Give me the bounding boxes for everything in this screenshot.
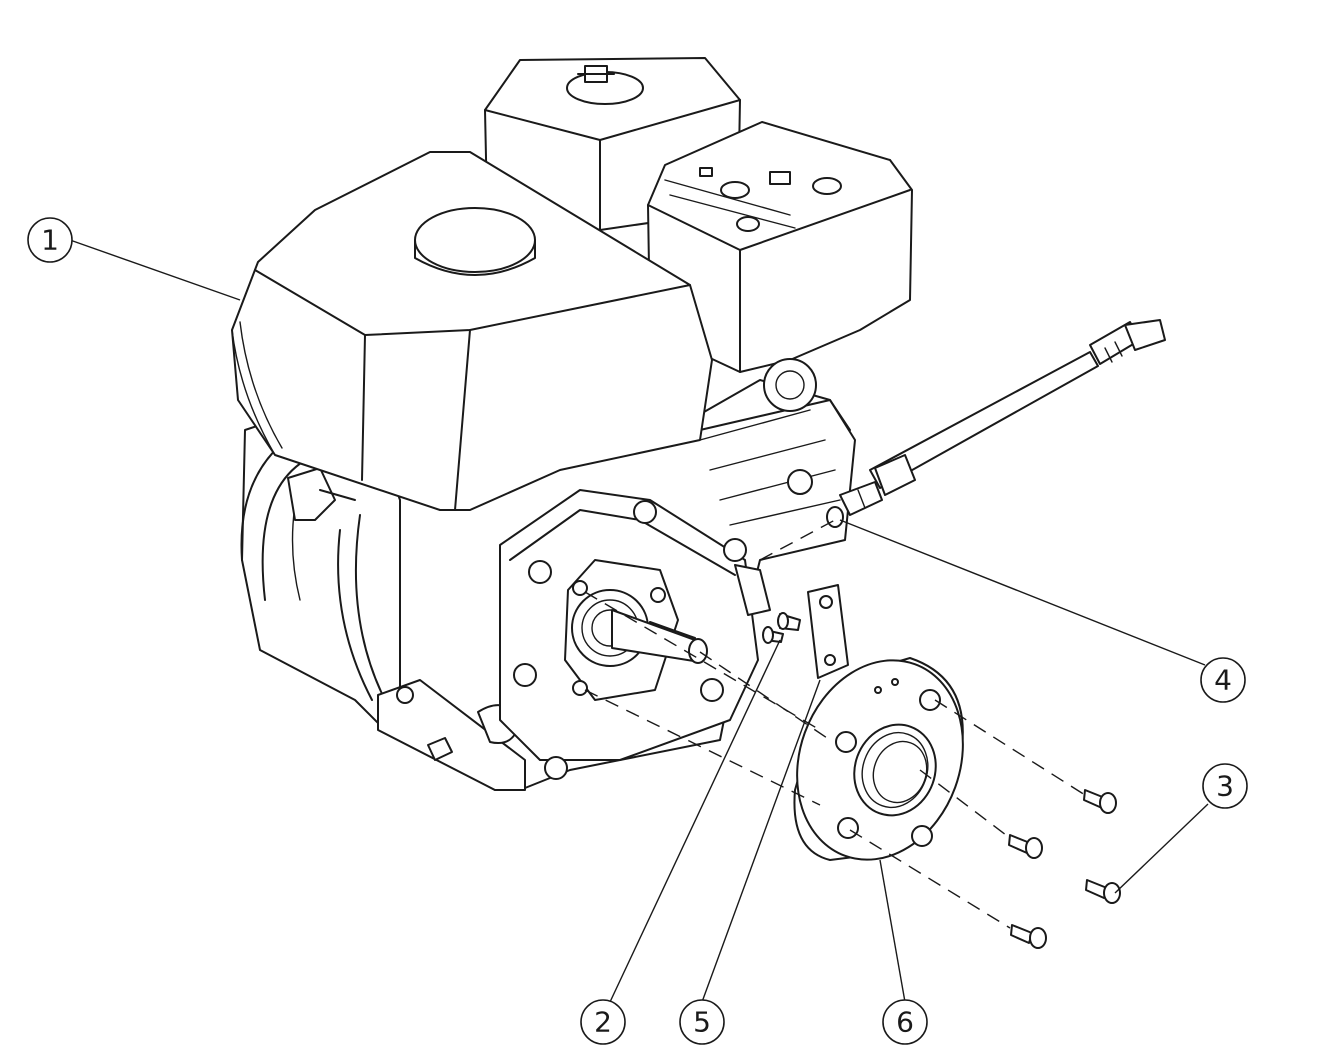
- callout-3: 3: [1202, 763, 1248, 809]
- callout-3-label: 3: [1216, 770, 1234, 803]
- callout-1-label: 1: [41, 224, 59, 257]
- hose-fitting: [826, 319, 1166, 528]
- callout-6: 6: [882, 999, 928, 1045]
- callout-4: 4: [1200, 657, 1246, 703]
- flat-head-screws: [1008, 789, 1121, 949]
- small-bolts: [762, 612, 801, 644]
- leader-lines: [69, 239, 1209, 1003]
- engine: [231, 57, 913, 791]
- callout-5-label: 5: [693, 1006, 711, 1039]
- mounting-bracket: [807, 584, 849, 679]
- callout-5: 5: [679, 999, 725, 1045]
- callout-2: 2: [580, 999, 626, 1045]
- callout-6-label: 6: [896, 1006, 914, 1039]
- air-cleaner: [647, 121, 913, 373]
- flange-plate: [793, 657, 964, 861]
- callout-4-label: 4: [1214, 664, 1232, 697]
- callout-1: 1: [27, 217, 73, 263]
- callout-2-label: 2: [594, 1006, 612, 1039]
- gearbox-housing: [499, 489, 771, 780]
- top-cover: [231, 151, 713, 511]
